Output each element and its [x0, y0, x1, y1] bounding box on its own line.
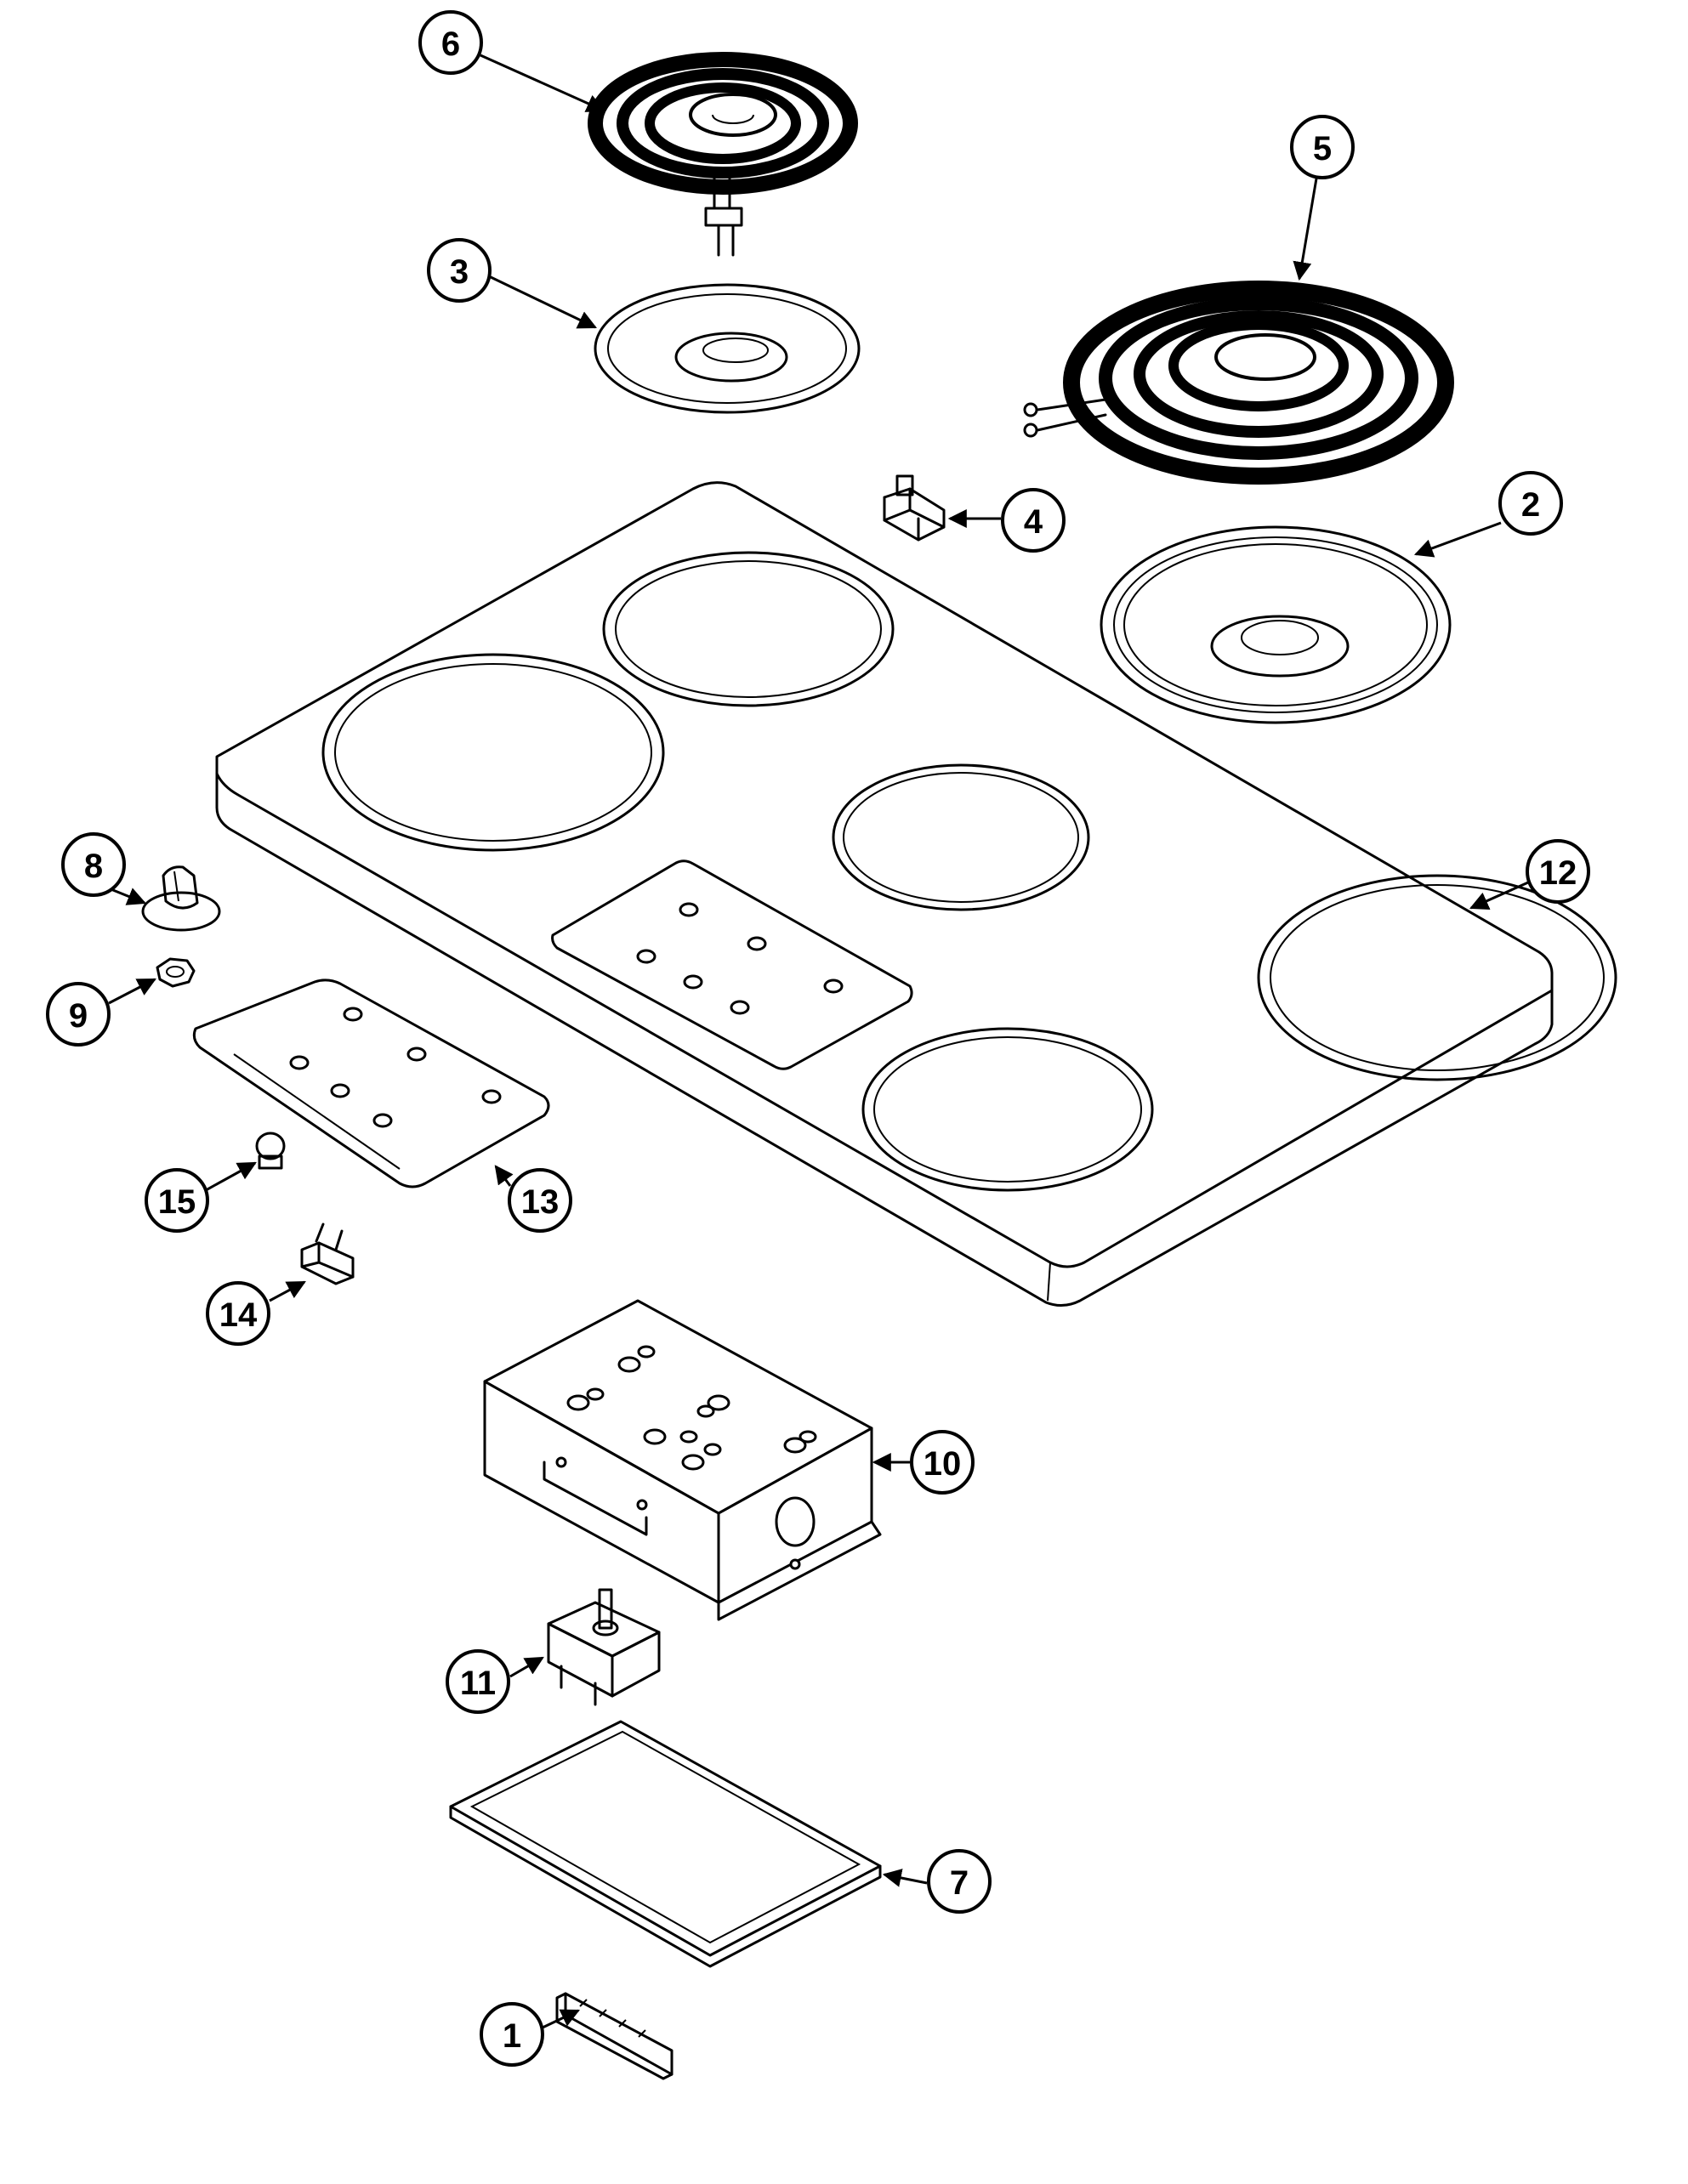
callout-11: 11 [446, 1649, 510, 1714]
callout-2: 2 [1498, 471, 1563, 536]
drip-bowl-large [1100, 525, 1452, 724]
mounting-clip [300, 1222, 355, 1285]
infinite-switch [547, 1588, 661, 1706]
callout-8: 8 [61, 832, 126, 897]
callout-11-label: 11 [460, 1665, 496, 1702]
callout-2-label: 2 [1521, 486, 1540, 524]
callout-12-label: 12 [1539, 854, 1577, 892]
callout-8-label: 8 [84, 848, 103, 885]
callout-5-label: 5 [1313, 130, 1332, 167]
terminal-strip [555, 1992, 673, 2080]
callout-4-label: 4 [1024, 503, 1043, 541]
callout-7: 7 [927, 1849, 992, 1914]
callout-3-label: 3 [450, 253, 469, 291]
callout-9: 9 [46, 982, 111, 1047]
surface-element-large [1023, 281, 1454, 485]
callout-5: 5 [1290, 115, 1355, 179]
terminal-block-receptacle [883, 474, 946, 542]
callout-13: 13 [508, 1168, 572, 1233]
leader-lines [108, 54, 1529, 2029]
callout-6: 6 [418, 10, 483, 75]
callout-10-label: 10 [924, 1445, 962, 1483]
cooktop-main-top [215, 481, 1617, 1307]
callout-10: 10 [910, 1430, 975, 1495]
callout-4: 4 [1001, 488, 1066, 553]
bottom-tray [449, 1720, 882, 1968]
control-knob [141, 865, 221, 932]
control-panel-plate [192, 979, 550, 1188]
callout-1-label: 1 [503, 2017, 521, 2055]
control-box-housing [483, 1299, 882, 1621]
callout-15-label: 15 [158, 1183, 196, 1221]
push-button [255, 1132, 286, 1170]
callout-14-label: 14 [219, 1296, 258, 1334]
drip-bowl-small [594, 283, 861, 414]
callout-12: 12 [1526, 839, 1590, 904]
hex-nut [156, 957, 196, 988]
callout-14: 14 [206, 1281, 270, 1346]
callout-3: 3 [427, 238, 492, 303]
callout-1: 1 [480, 2002, 544, 2067]
surface-element-small [588, 52, 858, 257]
callout-15: 15 [145, 1168, 209, 1233]
callout-6-label: 6 [441, 26, 460, 63]
callout-9-label: 9 [69, 997, 88, 1035]
callout-13-label: 13 [521, 1183, 560, 1221]
callout-7-label: 7 [950, 1864, 969, 1902]
